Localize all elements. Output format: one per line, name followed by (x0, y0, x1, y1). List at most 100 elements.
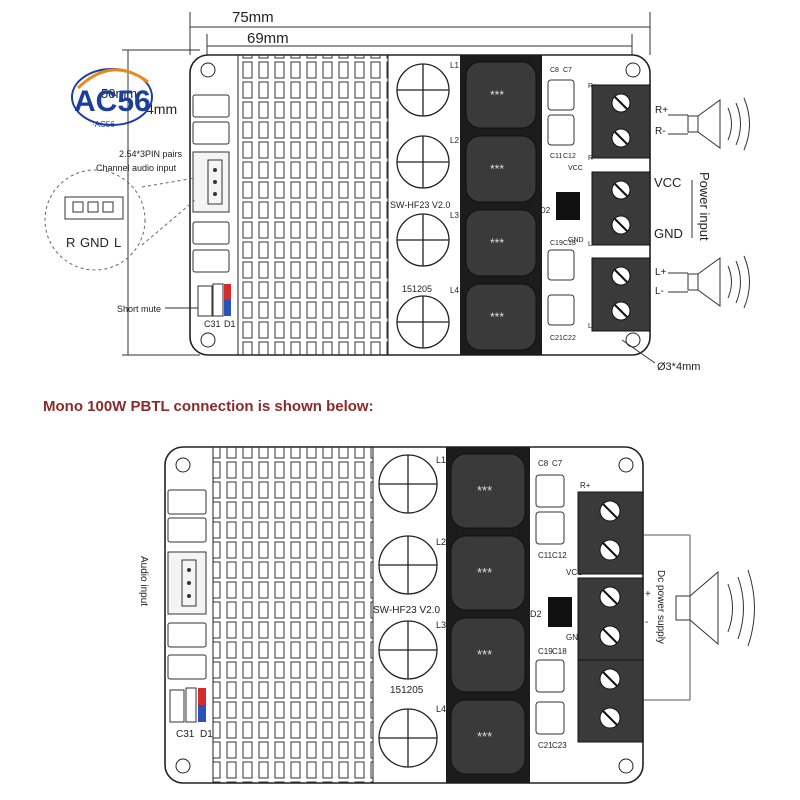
inductor-code: 151205 (402, 284, 432, 294)
vcc-small: VCC (568, 165, 583, 172)
mount-hole (625, 62, 641, 78)
inductor-label: L2 (436, 537, 446, 547)
term-gnd: GND (654, 226, 683, 241)
d1-label: D1 (200, 729, 213, 740)
dimension-lines (122, 12, 651, 356)
bottom-board: Audio input C31 D1 SW-HF23 V2.0 151205 L… (138, 446, 755, 784)
hole-note: Ø3*4mm (657, 361, 700, 373)
d1-label: D1 (224, 319, 236, 329)
mount-hole (200, 62, 216, 78)
logo-text: AC56 (74, 85, 151, 118)
cap-label: C7 (563, 67, 572, 74)
cap-label: C18 (563, 240, 576, 247)
inductors (465, 61, 537, 351)
channel-input-label: Channel audio input (96, 163, 177, 173)
dc-plus: + (645, 589, 651, 600)
inductor-label: L2 (450, 136, 459, 145)
dim-left-a: 50mm (101, 86, 137, 101)
inductor-marks: *** (477, 647, 492, 662)
inductor-label: L1 (450, 61, 459, 70)
pin-headers (192, 94, 230, 273)
inductor-marks: *** (477, 729, 492, 744)
cap-label: C8 (538, 459, 549, 468)
dc-minus: - (645, 617, 648, 628)
dim-holes: 69mm (247, 30, 289, 47)
cap-label: C22 (563, 335, 576, 342)
pin-gnd: GND (80, 235, 109, 250)
mount-hole (175, 457, 191, 473)
heatsink (212, 446, 374, 784)
terminal-blocks (577, 491, 644, 743)
connection-heading: Mono 100W PBTL connection is shown below… (43, 398, 374, 415)
term-l-minus: L- (655, 286, 664, 297)
pin-headers (167, 489, 207, 680)
cap-label: C12 (552, 551, 567, 560)
pin-note: 2.54*3PIN pairs (119, 149, 183, 159)
vcc-small: VCC (566, 568, 583, 577)
inductor-marks: *** (477, 483, 492, 498)
audio-input-label: Audio input (138, 556, 149, 606)
dim-overall: 75mm (232, 9, 274, 26)
cap-label: C23 (552, 741, 567, 750)
inductor-label: L3 (436, 620, 446, 630)
inductor-marks: *** (490, 162, 504, 176)
cap-label: C7 (552, 459, 563, 468)
mount-hole (175, 758, 191, 774)
term-r-minus: R- (655, 126, 666, 137)
mute-switch: Short mute C31 D1 (117, 283, 236, 329)
filter-capacitors (378, 454, 438, 768)
inductor-marks: *** (490, 88, 504, 102)
small-caps (547, 79, 575, 326)
cap-label: C21 (538, 741, 553, 750)
gnd-small: GND (568, 237, 584, 244)
inductor-label: L4 (436, 704, 446, 714)
term-vcc: VCC (654, 175, 681, 190)
d2-label: D2 (540, 206, 551, 215)
inductors (450, 453, 526, 775)
l-minus-small: L- (588, 323, 595, 330)
power-input-label: Power input (697, 172, 712, 241)
audio-input-connector (192, 151, 230, 213)
c31-label: C31 (176, 729, 195, 740)
mount-hole (200, 332, 216, 348)
pin-r: R (66, 235, 75, 250)
logo-subtext: ·AC56· (92, 120, 117, 129)
mount-hole (618, 758, 634, 774)
inductor-marks: *** (490, 310, 504, 324)
term-l-plus: L+ (655, 267, 667, 278)
board-name: SW-HF23 V2.0 (373, 605, 440, 616)
cap-label: C19 (550, 240, 563, 247)
term-r-plus: R+ (655, 105, 668, 116)
brand-logo: AC56 ·AC56· (71, 68, 153, 129)
diode-d2 (556, 192, 580, 220)
dim-left-b: 4mm (146, 101, 177, 117)
cap-label: C11 (550, 153, 562, 160)
r-plus-small: R+ (580, 481, 591, 490)
pbtl-wiring (643, 534, 691, 701)
heatsink (237, 54, 389, 356)
gnd-small: GND (566, 633, 584, 642)
d2-label: D2 (530, 609, 542, 619)
audio-input-connector (167, 551, 207, 615)
inductor-label: L1 (436, 455, 446, 465)
small-caps (535, 474, 565, 735)
connector-callout: R GND L (44, 169, 196, 271)
cap-label: C8 (550, 67, 559, 74)
inductor-label: L3 (450, 211, 459, 220)
cap-label: C21 (550, 335, 563, 342)
c31-label: C31 (204, 319, 221, 329)
speaker-icon (675, 569, 755, 647)
cap-label: C11 (538, 551, 553, 560)
dc-supply-label: Dc power supply (655, 570, 666, 644)
inductor-code: 151205 (390, 685, 424, 696)
cap-label: C18 (552, 647, 567, 656)
mute-switch: C31 D1 (169, 687, 213, 740)
inductor-marks: *** (490, 236, 504, 250)
cap-label: C19 (538, 647, 553, 656)
cap-label: C12 (563, 153, 576, 160)
board-name: SW-HF23 V2.0 (390, 200, 450, 210)
speaker-icon (668, 97, 750, 151)
speaker-icon (668, 255, 750, 309)
filter-capacitors (396, 63, 450, 349)
